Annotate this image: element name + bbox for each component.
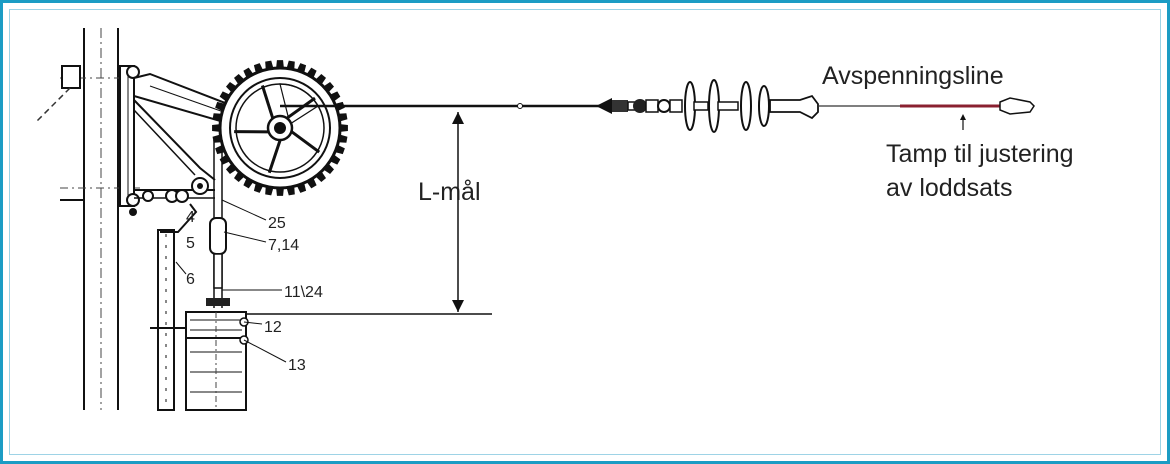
gear-tooth: [306, 67, 317, 79]
gear-tooth: [323, 81, 335, 93]
avspenningsline-label: Avspenningsline: [822, 62, 1004, 90]
gear-tooth: [329, 91, 341, 102]
part-number-12: 12: [264, 319, 282, 336]
gear-tooth: [286, 60, 295, 70]
tamp-pointer: [960, 114, 966, 130]
tension-line: [280, 103, 600, 109]
gear-tooth: [329, 154, 341, 165]
part-number-4: 4: [186, 209, 195, 226]
gear-tooth: [225, 163, 237, 175]
tamp-label-line1: Tamp til justering: [886, 140, 1074, 168]
inner-frame: [9, 9, 1161, 455]
part-number-25: 25: [268, 215, 286, 232]
mast-bracket: [35, 65, 81, 123]
part-number-7-14: 7,14: [268, 237, 299, 254]
gear-tooth: [286, 186, 295, 196]
insulator-chain: [596, 79, 819, 133]
gear-tooth: [338, 134, 348, 143]
weight-rope: [206, 140, 230, 308]
tensioning-wheel: [212, 60, 348, 196]
part-number-13: 13: [288, 357, 306, 374]
tamp-label-line2: av loddsats: [886, 174, 1012, 202]
guide-tube: [150, 203, 198, 411]
gear-tooth: [215, 101, 226, 112]
gear-tooth: [253, 182, 264, 193]
weight-stack: [185, 311, 249, 411]
gear-tooth: [296, 182, 307, 193]
gear-tooth: [306, 177, 317, 189]
gear-tooth: [296, 63, 307, 74]
gear-tooth: [315, 171, 327, 183]
gear-tooth: [276, 187, 284, 196]
part-number-5: 5: [186, 235, 195, 252]
gear-tooth: [334, 144, 345, 155]
gear-tooth: [339, 124, 348, 132]
gear-tooth: [243, 177, 254, 189]
l-maal-dimension: [230, 112, 492, 315]
gear-tooth: [323, 163, 335, 175]
leader-lines: [175, 199, 287, 363]
gear-tooth: [233, 73, 245, 85]
gear-tooth: [225, 81, 237, 93]
wheel-spoke: [286, 96, 316, 120]
wheel-spoke: [290, 130, 321, 154]
wheel-spoke: [260, 85, 275, 119]
gear-tooth: [212, 124, 221, 132]
gear-tooth: [265, 186, 274, 196]
gear-tooth: [265, 60, 274, 70]
gear-tooth: [212, 134, 222, 143]
gear-tooth: [233, 171, 245, 183]
part-number-6: 6: [186, 271, 195, 288]
gear-tooth: [219, 91, 231, 102]
gear-tooth: [243, 67, 254, 79]
l-maal-label: L-mål: [418, 178, 481, 206]
gear-tooth: [212, 113, 222, 122]
part-number-11-24: 11\24: [284, 284, 323, 301]
avspenningsline-wire: [818, 97, 1035, 115]
gear-tooth: [276, 60, 284, 69]
wheel-spoke: [267, 139, 282, 174]
gear-tooth: [338, 113, 348, 122]
gear-tooth: [315, 73, 327, 85]
gear-tooth: [253, 63, 264, 74]
